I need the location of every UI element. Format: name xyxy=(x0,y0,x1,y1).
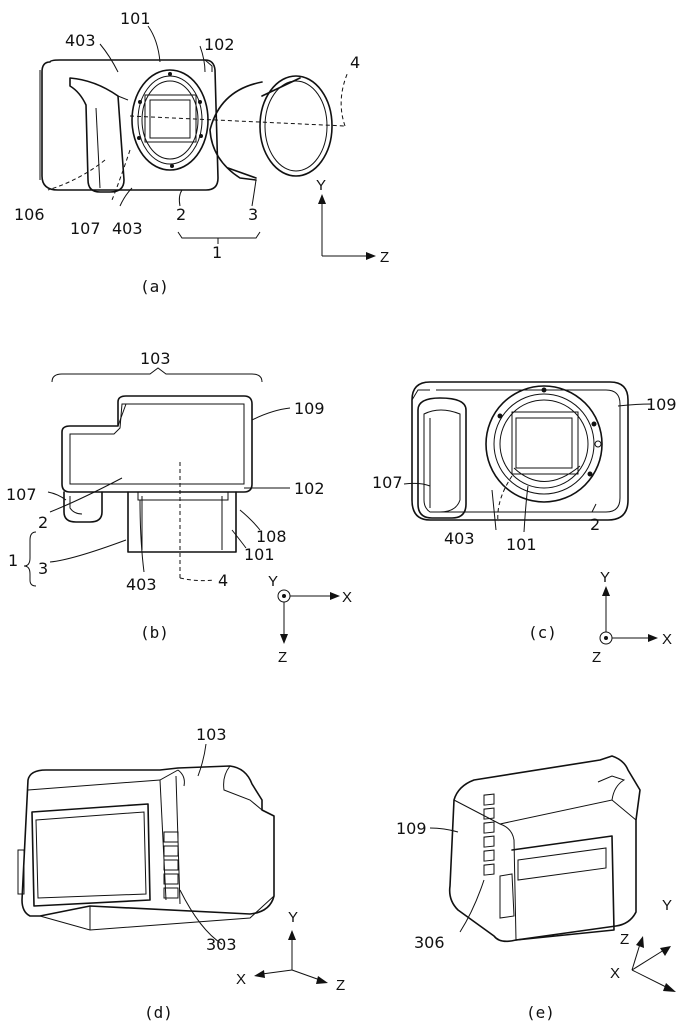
group-bracket-1-b xyxy=(23,531,37,587)
mount-screw xyxy=(198,100,202,104)
label-109-e: 109 xyxy=(396,819,427,838)
mount-screw xyxy=(137,136,141,140)
label-403-bottom-a: 403 xyxy=(112,219,143,238)
contact-strip-306 xyxy=(483,793,495,876)
camera-body-a xyxy=(39,59,219,193)
axis-triad-a: Y Z xyxy=(316,177,389,266)
mount-screw xyxy=(170,164,174,168)
axis-triad-b: Y X Z xyxy=(268,573,352,666)
group-bracket-1-a xyxy=(177,231,261,239)
axis-label-x-c: X xyxy=(662,631,672,648)
label-303-d: 303 xyxy=(206,935,237,954)
label-107-c: 107 xyxy=(372,473,403,492)
figure-d: 103 303 Y X Z (d) xyxy=(17,725,345,1022)
figure-e: 109 306 Y Z X (e) xyxy=(396,755,676,1022)
lens-barrel-a xyxy=(209,75,333,181)
label-101-c: 101 xyxy=(506,535,537,554)
label-3-b: 3 xyxy=(38,559,48,578)
lens-mount-a xyxy=(131,69,209,171)
mount-screw xyxy=(199,134,203,138)
axis-label-x-e: X xyxy=(610,965,620,982)
label-107-a: 107 xyxy=(70,219,101,238)
label-1-b: 1 xyxy=(8,551,18,570)
mount-screw xyxy=(591,421,597,427)
figure-b: 103 109 107 102 2 108 1 3 101 403 4 Y X … xyxy=(6,349,352,666)
lens-b xyxy=(127,491,237,553)
figure-c: 109 107 403 101 2 Y X Z (c) xyxy=(372,381,677,666)
label-4-b: 4 xyxy=(218,571,228,590)
figure-a: 101 403 102 4 106 107 403 2 3 1 Y Z (a) xyxy=(14,9,389,296)
caption-a: (a) xyxy=(140,277,169,296)
label-106-a: 106 xyxy=(14,205,45,224)
axis-triad-d: Y X Z xyxy=(236,909,345,994)
label-3-a: 3 xyxy=(248,205,258,224)
axis-label-y-a: Y xyxy=(316,177,326,194)
label-101-a: 101 xyxy=(120,9,151,28)
camera-body-e xyxy=(448,755,641,943)
label-2-c: 2 xyxy=(590,515,600,534)
axis-label-z-a: Z xyxy=(380,249,389,266)
bracket-103-b xyxy=(51,367,263,383)
caption-b: (b) xyxy=(140,623,169,642)
contact-strip-303 xyxy=(163,831,179,899)
camera-body-c xyxy=(411,381,629,521)
label-403-b: 403 xyxy=(126,575,157,594)
label-102-b: 102 xyxy=(294,479,325,498)
label-306-e: 306 xyxy=(414,933,445,952)
axis-label-z-b: Z xyxy=(278,649,287,666)
label-2-b: 2 xyxy=(38,513,48,532)
label-1-a: 1 xyxy=(212,243,222,262)
mount-screw xyxy=(138,100,142,104)
axis-triad-c: Y X Z xyxy=(592,569,672,666)
mount-screw xyxy=(541,387,547,393)
camera-body-b xyxy=(61,395,253,523)
label-109-c: 109 xyxy=(646,395,677,414)
lens-mount-c xyxy=(485,385,603,503)
label-101-b: 101 xyxy=(244,545,275,564)
label-108-b: 108 xyxy=(256,527,287,546)
caption-c: (c) xyxy=(528,623,557,642)
label-107-b: 107 xyxy=(6,485,37,504)
grip-c xyxy=(417,397,467,519)
caption-e: (e) xyxy=(526,1003,555,1022)
label-103-b: 103 xyxy=(140,349,171,368)
label-103-d: 103 xyxy=(196,725,227,744)
axis-label-x-b: X xyxy=(342,589,352,606)
mount-screw xyxy=(497,413,503,419)
label-403-top-a: 403 xyxy=(65,31,96,50)
camera-body-d xyxy=(17,765,275,931)
label-403-c: 403 xyxy=(444,529,475,548)
caption-d: (d) xyxy=(144,1003,173,1022)
label-2-a: 2 xyxy=(176,205,186,224)
axis-label-y-d: Y xyxy=(288,909,298,926)
optical-axis-a xyxy=(129,115,346,127)
axis-label-x-d: X xyxy=(236,971,246,988)
mount-screw xyxy=(168,72,172,76)
label-4-a: 4 xyxy=(350,53,360,72)
label-109-b: 109 xyxy=(294,399,325,418)
mount-screw xyxy=(587,471,593,477)
axis-label-y-e: Y xyxy=(662,897,672,914)
axis-label-z-d: Z xyxy=(336,977,345,994)
axis-label-z-e: Z xyxy=(620,931,629,948)
axis-triad-e: Y Z X xyxy=(610,897,676,992)
label-102-a: 102 xyxy=(204,35,235,54)
axis-label-y-c: Y xyxy=(600,569,610,586)
axis-label-z-c: Z xyxy=(592,649,601,666)
axis-label-y-b: Y xyxy=(268,573,278,590)
